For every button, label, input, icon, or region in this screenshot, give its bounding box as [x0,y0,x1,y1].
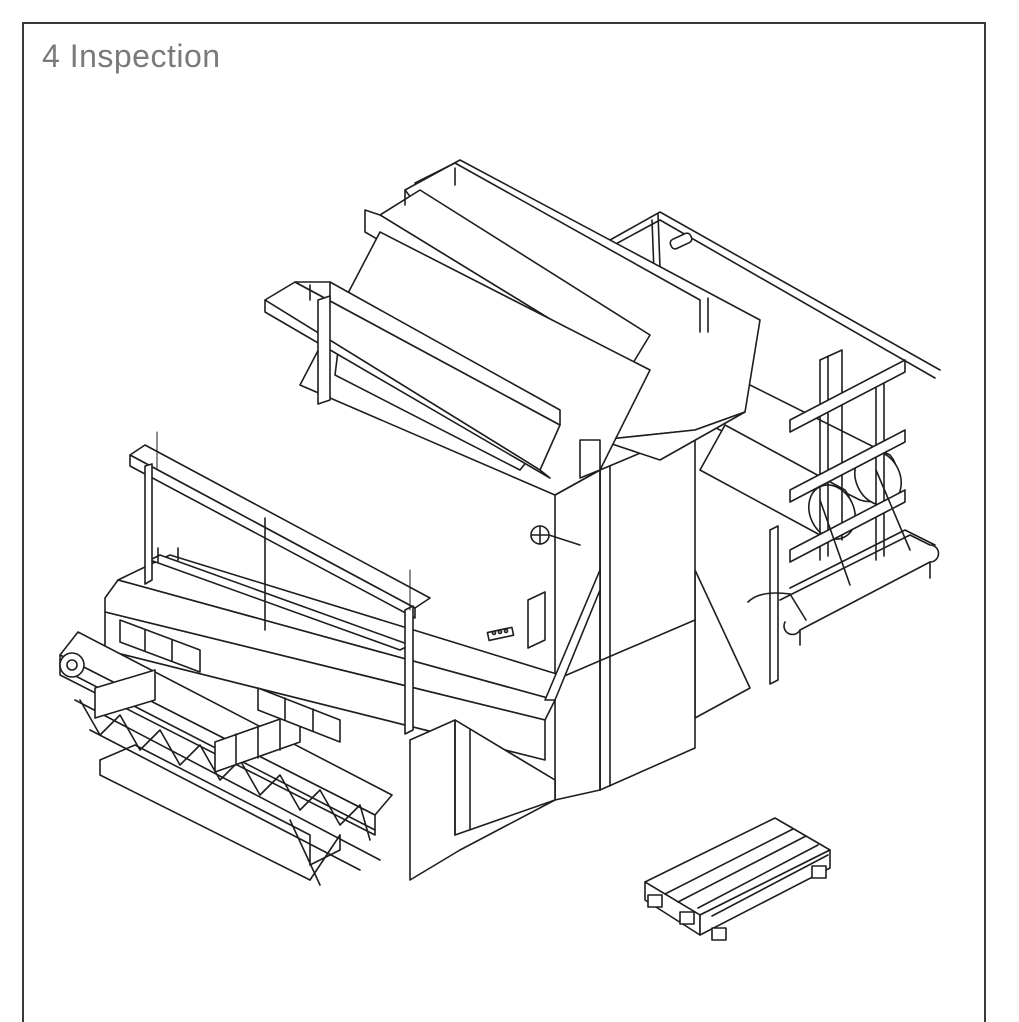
main-cabinet [555,430,695,800]
inspection-table [105,526,600,760]
diagram-title: 4 Inspection [42,38,221,74]
conveyor [60,620,392,885]
unwinding-rack [610,212,940,718]
pallet [645,818,830,940]
lower-base [410,720,555,880]
viewing-board [130,432,430,734]
light-hood [265,282,600,478]
top-housing [300,160,760,495]
